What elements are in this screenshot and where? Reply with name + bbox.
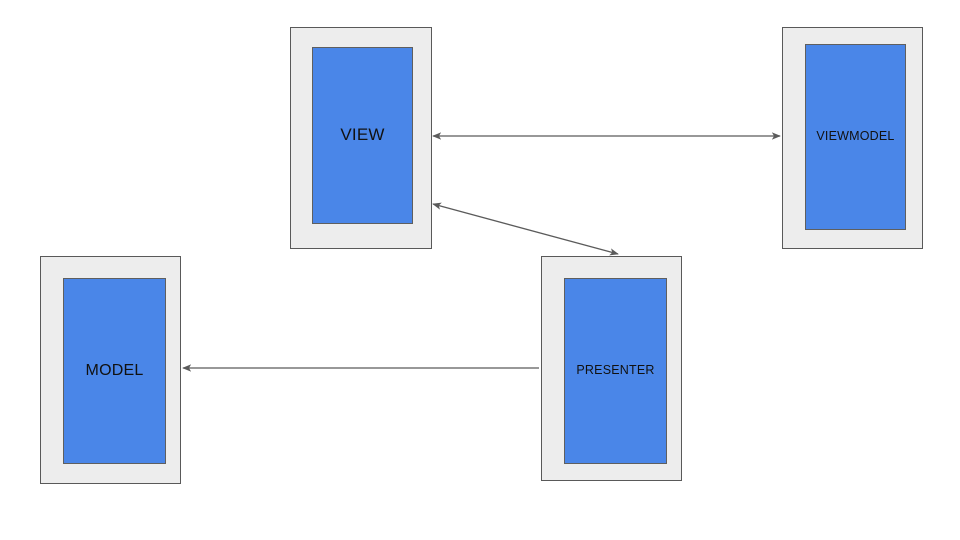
node-viewmodel-label: VIEWMODEL <box>816 129 895 144</box>
node-viewmodel-inner[interactable]: VIEWMODEL <box>805 44 906 230</box>
node-model-inner[interactable]: MODEL <box>63 278 166 464</box>
node-model[interactable]: MODEL <box>40 256 181 484</box>
node-presenter[interactable]: PRESENTER <box>541 256 682 481</box>
node-view[interactable]: VIEW <box>290 27 432 249</box>
node-view-inner[interactable]: VIEW <box>312 47 413 224</box>
node-presenter-inner[interactable]: PRESENTER <box>564 278 667 464</box>
edge-view-presenter <box>432 202 619 256</box>
node-model-label: MODEL <box>85 362 144 380</box>
node-viewmodel[interactable]: VIEWMODEL <box>782 27 923 249</box>
node-presenter-label: PRESENTER <box>576 363 655 378</box>
node-view-label: VIEW <box>340 125 385 145</box>
